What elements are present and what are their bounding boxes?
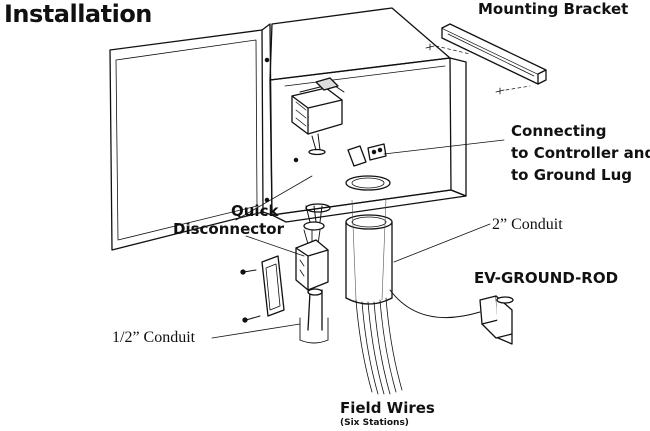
- label-disconnector: Disconnector: [173, 220, 285, 238]
- conduit-2in: [345, 197, 393, 305]
- label-field-wires-sub: (Six Stations): [340, 418, 409, 428]
- page-title: Installation: [4, 0, 152, 28]
- label-conduit-half-in: 1/2” Conduit: [112, 329, 196, 346]
- label-connecting-line2: to Controller and: [511, 144, 650, 162]
- conduit-half-in: [299, 288, 329, 344]
- terminal-block: [347, 143, 387, 167]
- enclosure-door: [109, 23, 273, 251]
- ground-rod: [479, 295, 514, 345]
- ground-wire: [389, 289, 481, 319]
- label-quick: Quick: [231, 202, 279, 220]
- knockout-holes: [305, 175, 391, 213]
- label-connecting-line3: to Ground Lug: [511, 166, 633, 184]
- quick-disconnector: [295, 205, 329, 291]
- cover-plate: [240, 255, 285, 323]
- label-conduit-2in: 2” Conduit: [492, 216, 563, 233]
- label-ground-rod: EV-GROUND-ROD: [474, 269, 619, 287]
- mounting-bracket: [425, 23, 547, 95]
- leader-lines: [211, 139, 505, 339]
- label-connecting-line1: Connecting: [511, 122, 607, 140]
- transformer: [291, 77, 345, 163]
- field-wires: [355, 297, 403, 395]
- label-field-wires: Field Wires: [340, 399, 435, 417]
- controller-enclosure: [269, 7, 467, 223]
- label-mounting-bracket: Mounting Bracket: [478, 0, 629, 18]
